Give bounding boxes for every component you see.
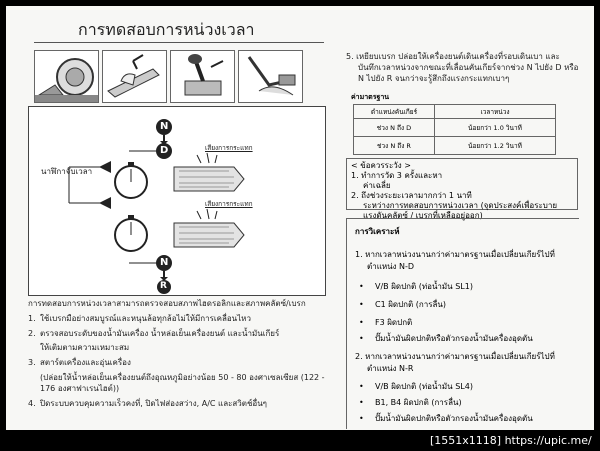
bullet-icon: • — [359, 300, 364, 309]
bullet-icon: • — [359, 334, 364, 343]
step-item: 176 องศาฟาเรนไฮต์)) — [40, 384, 120, 393]
table-cell: น้อยกว่า 1.0 วินาที — [434, 118, 556, 137]
image-host-watermark: [1551x1118] https://upic.me/ — [430, 434, 592, 447]
step-item: ให้เติมตามความเหมาะสม — [40, 343, 130, 352]
step-item: 4.ปิดระบบควบคุมความเร็วคงที่, ปิดไฟส่องส… — [28, 399, 267, 408]
diagnosis-section: การวิเคราะห์ 1. หากเวลาหน่วงนานกว่าค่ามา… — [346, 218, 579, 429]
step-item: 2.ตรวจสอบระดับของน้ำมันเครื่อง น้ำหล่อเย… — [28, 329, 280, 338]
page-title: การทดสอบการหน่วงเวลา — [78, 20, 255, 39]
photo-brake-pedal — [238, 50, 303, 103]
caution-box: < ข้อควรระวัง > 1. ทำการวัด 3 ครั้งและหา… — [346, 158, 578, 220]
letter-n-top: N — [160, 121, 169, 132]
stopwatch-label: นาฬิกาจับเวลา — [41, 167, 93, 176]
table-cell: ช่วง N ถึง R — [353, 136, 435, 155]
delay-test-diagram: N D N R นาฬิกาจับเวลา เสียงการกระแทก เสี… — [28, 106, 326, 296]
title-underline — [34, 42, 324, 43]
table-row: ช่วง N ถึง D น้อยกว่า 1.0 วินาที — [353, 118, 556, 137]
table-row: ช่วง N ถึง R น้อยกว่า 1.2 วินาที — [353, 136, 556, 155]
letter-n-bottom: N — [160, 257, 169, 268]
bullet-icon: • — [359, 414, 364, 423]
bullet-icon: • — [359, 318, 364, 327]
standard-values-title: ค่ามาตรฐาน — [351, 93, 390, 101]
impact-sound-label-top: เสียงการกระแทก — [205, 144, 253, 152]
procedure-steps: การทดสอบการหน่วงเวลาสามารถตรวจสอบสภาพไฮด… — [28, 298, 328, 409]
bullet-icon: • — [359, 398, 364, 407]
diagnosis-title: การวิเคราะห์ — [355, 227, 400, 236]
bullet-icon: • — [359, 282, 364, 291]
bullet-icon: • — [359, 382, 364, 391]
step-item: 3.สตาร์ตเครื่องและอุ่นเครื่อง — [28, 358, 131, 367]
photo-wheel-chock — [34, 50, 99, 103]
step-item: 1.ใช้เบรกมือย่างสมบูรณ์และหนุนล้อทุกล้อไ… — [28, 314, 251, 323]
table-cell: น้อยกว่า 1.2 วินาที — [434, 136, 556, 155]
step5-text: 5. เหยียบเบรก ปล่อยให้เครื่องยนต์เดินเคร… — [346, 52, 579, 83]
table-cell: ช่วง N ถึง D — [353, 118, 435, 137]
impact-sound-label-bottom: เสียงการกระแทก — [205, 200, 253, 208]
letter-d: D — [160, 145, 169, 156]
intro-text: การทดสอบการหน่วงเวลาสามารถตรวจสอบสภาพไฮด… — [28, 299, 306, 308]
table-header-row: ตำแหน่งคันเกียร์ เวลาหน่วง — [353, 104, 556, 119]
manual-page: การทดสอบการหน่วงเวลา — [6, 6, 594, 430]
table-header: ตำแหน่งคันเกียร์ — [353, 104, 435, 119]
photo-shift-lever — [170, 50, 235, 103]
table-header: เวลาหน่วง — [434, 104, 556, 119]
step-item: (ปล่อยให้น้ำหล่อเย็นเครื่องยนต์ถึงอุณหภู… — [40, 373, 325, 382]
photo-hand-brake — [102, 50, 167, 103]
letter-r: R — [160, 281, 167, 291]
standard-values-table: ตำแหน่งคันเกียร์ เวลาหน่วง ช่วง N ถึง D … — [353, 104, 556, 155]
